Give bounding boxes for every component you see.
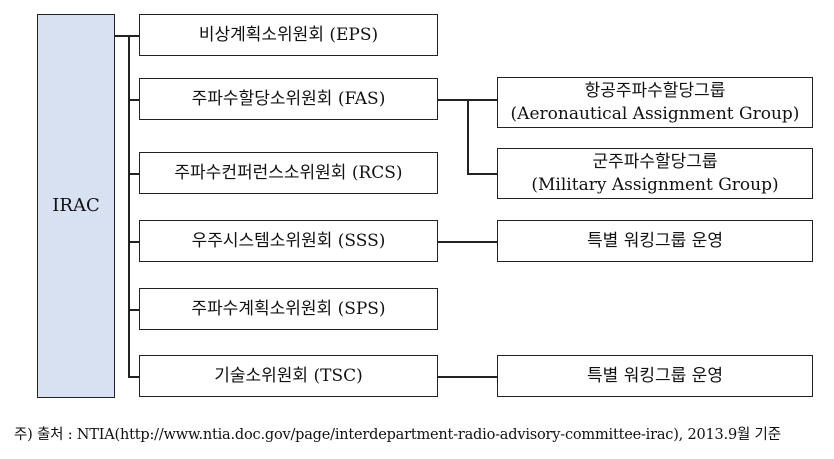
- connector-trunk: [128, 35, 130, 377]
- subcommittee-sps: 주파수계획소위원회 (SPS): [139, 288, 438, 330]
- connector-military-group: [467, 173, 497, 175]
- subcommittee-eps-label: 비상계획소위원회 (EPS): [198, 24, 379, 45]
- connector-sps: [128, 309, 139, 311]
- group-military-subtitle: (Military Assignment Group): [531, 174, 779, 195]
- connector-fas-branch: [467, 99, 469, 174]
- connector-fas: [128, 99, 139, 101]
- subcommittee-tsc-label: 기술소위원회 (TSC): [214, 365, 363, 386]
- group-military: 군주파수할당그룹 (Military Assignment Group): [497, 148, 813, 199]
- subcommittee-eps: 비상계획소위원회 (EPS): [139, 14, 438, 56]
- group-aeronautical-subtitle: (Aeronautical Assignment Group): [510, 103, 800, 124]
- subcommittee-rcs: 주파수컨퍼런스소위원회 (RCS): [139, 152, 438, 194]
- irac-box: IRAC: [37, 14, 115, 398]
- group-special-working-tsc-label: 특별 워킹그룹 운영: [587, 365, 723, 386]
- group-military-title: 군주파수할당그룹: [592, 152, 718, 173]
- connector-sss-group: [438, 241, 497, 243]
- subcommittee-sss: 우주시스템소위원회 (SSS): [139, 220, 438, 262]
- connector-root: [115, 35, 129, 37]
- group-special-working-sss-label: 특별 워킹그룹 운영: [587, 230, 723, 251]
- group-aeronautical: 항공주파수할당그룹 (Aeronautical Assignment Group…: [497, 77, 813, 128]
- connector-rcs: [128, 173, 139, 175]
- subcommittee-tsc: 기술소위원회 (TSC): [139, 355, 438, 397]
- group-aeronautical-title: 항공주파수할당그룹: [584, 81, 726, 102]
- source-footnote: 주) 출처 : NTIA(http://www.ntia.doc.gov/pag…: [14, 427, 781, 443]
- subcommittee-fas-label: 주파수할당소위원회 (FAS): [191, 88, 386, 109]
- connector-eps: [128, 35, 139, 37]
- connector-tsc-group: [438, 376, 497, 378]
- group-special-working-sss: 특별 워킹그룹 운영: [497, 220, 813, 262]
- subcommittee-sps-label: 주파수계획소위원회 (SPS): [191, 298, 386, 319]
- irac-label: IRAC: [52, 195, 100, 217]
- subcommittee-fas: 주파수할당소위원회 (FAS): [139, 78, 438, 120]
- subcommittee-sss-label: 우주시스템소위원회 (SSS): [191, 230, 386, 251]
- group-special-working-tsc: 특별 워킹그룹 운영: [497, 355, 813, 397]
- subcommittee-rcs-label: 주파수컨퍼런스소위원회 (RCS): [174, 162, 403, 183]
- connector-sss: [128, 241, 139, 243]
- connector-tsc: [128, 376, 139, 378]
